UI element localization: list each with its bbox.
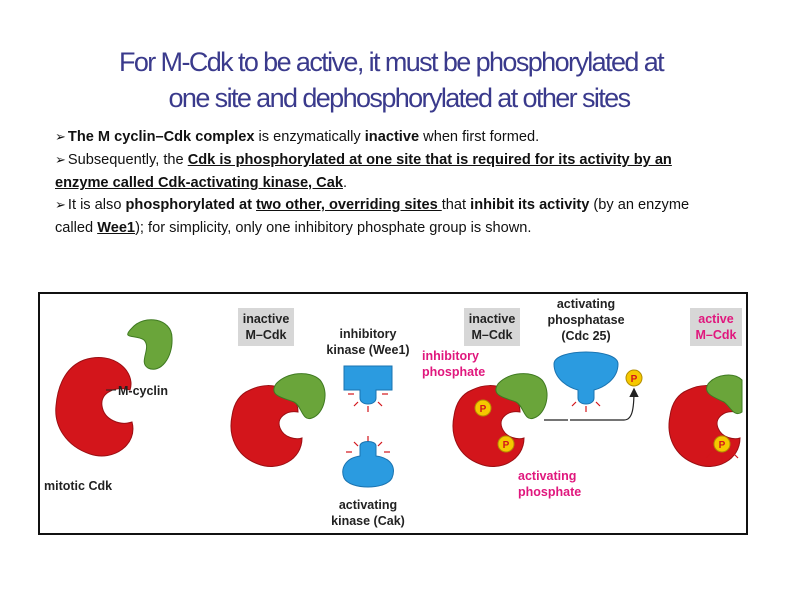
- bullet-1-text-1: is enzymatically: [254, 129, 365, 145]
- cdc25-label-a: activating: [557, 297, 615, 311]
- bullet-3-text-1: It is also: [67, 197, 126, 213]
- inactive-box-2: [464, 308, 520, 346]
- bullet-list: ➢The M cyclin–Cdk complex is enzymatical…: [55, 126, 720, 239]
- dephosphorylation-arrow: [570, 387, 639, 421]
- bullet-3-bold-4: Wee1: [97, 220, 136, 236]
- complex-1-cyclin-shape: [273, 373, 326, 420]
- cak-label-b: kinase (Cak): [331, 514, 405, 528]
- bullet-3: ➢It is also phosphorylated at two other,…: [55, 194, 720, 239]
- inactive-label-1b: M–Cdk: [246, 328, 287, 342]
- bullet-3-bold-1: phosphorylated at: [125, 197, 257, 213]
- activating-phosphate-icon: [497, 435, 515, 453]
- active-cyclin-shape: [706, 374, 743, 415]
- bullet-3-bold-2: two other, overriding sites: [256, 197, 442, 213]
- inactive-label-2b: M–Cdk: [472, 328, 513, 342]
- bullet-2-bold-1: Cdk is phosphorylated at one site that i…: [55, 152, 672, 191]
- arrow-bullet-icon: ➢: [55, 153, 66, 168]
- activating-phosphate-label-b: phosphate: [518, 485, 581, 499]
- slide-title: For M-Cdk to be active, it must be phosp…: [0, 44, 792, 116]
- active-burst: [705, 451, 739, 462]
- bullet-2: ➢Subsequently, the Cdk is phosphorylated…: [55, 149, 720, 194]
- m-cyclin-label: M-cyclin: [118, 384, 168, 398]
- cdc25-label-b: phosphatase: [547, 313, 624, 327]
- inhibitory-p-text: P: [480, 404, 487, 415]
- diagram-svg: M-cyclin mitotic Cdk inactive M–Cdk inhi…: [44, 297, 743, 528]
- cdk-activation-diagram: M-cyclin mitotic Cdk inactive M–Cdk inhi…: [38, 292, 748, 535]
- activating-p-text: P: [503, 440, 510, 451]
- bullet-3-text-2: that: [441, 197, 471, 213]
- m-cyclin-shape: [127, 319, 173, 370]
- wee1-enzyme-shape: [343, 365, 393, 405]
- title-line-1: For M-Cdk to be active, it must be phosp…: [118, 47, 665, 77]
- activating-phosphate-label-a: activating: [518, 469, 576, 483]
- inhibitory-phosphate-label-b: phosphate: [422, 365, 485, 379]
- complex-2-cyclin-shape: [495, 373, 548, 420]
- inactive-box-1: [238, 308, 294, 346]
- wee1-label-a: inhibitory: [340, 327, 397, 341]
- bullet-3-text-3: (by an enzyme called: [55, 197, 690, 236]
- active-label-a: active: [698, 312, 733, 326]
- inhibitory-phosphate-label-a: inhibitory: [422, 349, 479, 363]
- bullet-1-text-2: when first formed.: [419, 129, 540, 145]
- arrow-bullet-icon: ➢: [55, 130, 66, 145]
- bullet-1-bold-2: inactive: [364, 129, 420, 145]
- released-p-text: P: [631, 374, 638, 385]
- active-label-b: M–Cdk: [696, 328, 737, 342]
- arrow-bullet-icon: ➢: [55, 198, 66, 213]
- active-p-text: P: [719, 440, 726, 451]
- mitotic-cdk-shape: [55, 357, 134, 457]
- inhibitory-phosphate-icon: [474, 399, 492, 417]
- wee1-label-b: kinase (Wee1): [326, 343, 409, 357]
- bullet-1-bold-1: The M cyclin–Cdk complex: [67, 129, 255, 145]
- cdc25-enzyme-shape: [553, 351, 619, 405]
- bullet-2-text-1: Subsequently, the: [67, 152, 188, 168]
- complex-1-cdk-shape: [230, 385, 303, 467]
- active-box: [690, 308, 742, 346]
- bullet-1: ➢The M cyclin–Cdk complex is enzymatical…: [55, 126, 720, 149]
- cdc25-activity-burst: [571, 401, 601, 412]
- released-phosphate-icon: [625, 369, 643, 387]
- active-phosphate-icon: [713, 435, 731, 453]
- inactive-label-1a: inactive: [243, 312, 290, 326]
- bullet-3-bold-3: inhibit its activity: [470, 197, 590, 213]
- mitotic-cdk-label: mitotic Cdk: [44, 479, 112, 493]
- bullet-3-text-4: ); for simplicity, only one inhibitory p…: [135, 220, 532, 236]
- wee1-activity-burst: [348, 393, 388, 412]
- title-line-2: one site and dephosphorylated at other s…: [168, 83, 632, 113]
- bullet-2-text-2: .: [342, 175, 348, 191]
- cak-enzyme-shape: [342, 441, 394, 488]
- cdc25-label-c: (Cdc 25): [561, 329, 610, 343]
- cak-activity-burst: [346, 436, 390, 453]
- cak-label-a: activating: [339, 498, 397, 512]
- inactive-label-2a: inactive: [469, 312, 516, 326]
